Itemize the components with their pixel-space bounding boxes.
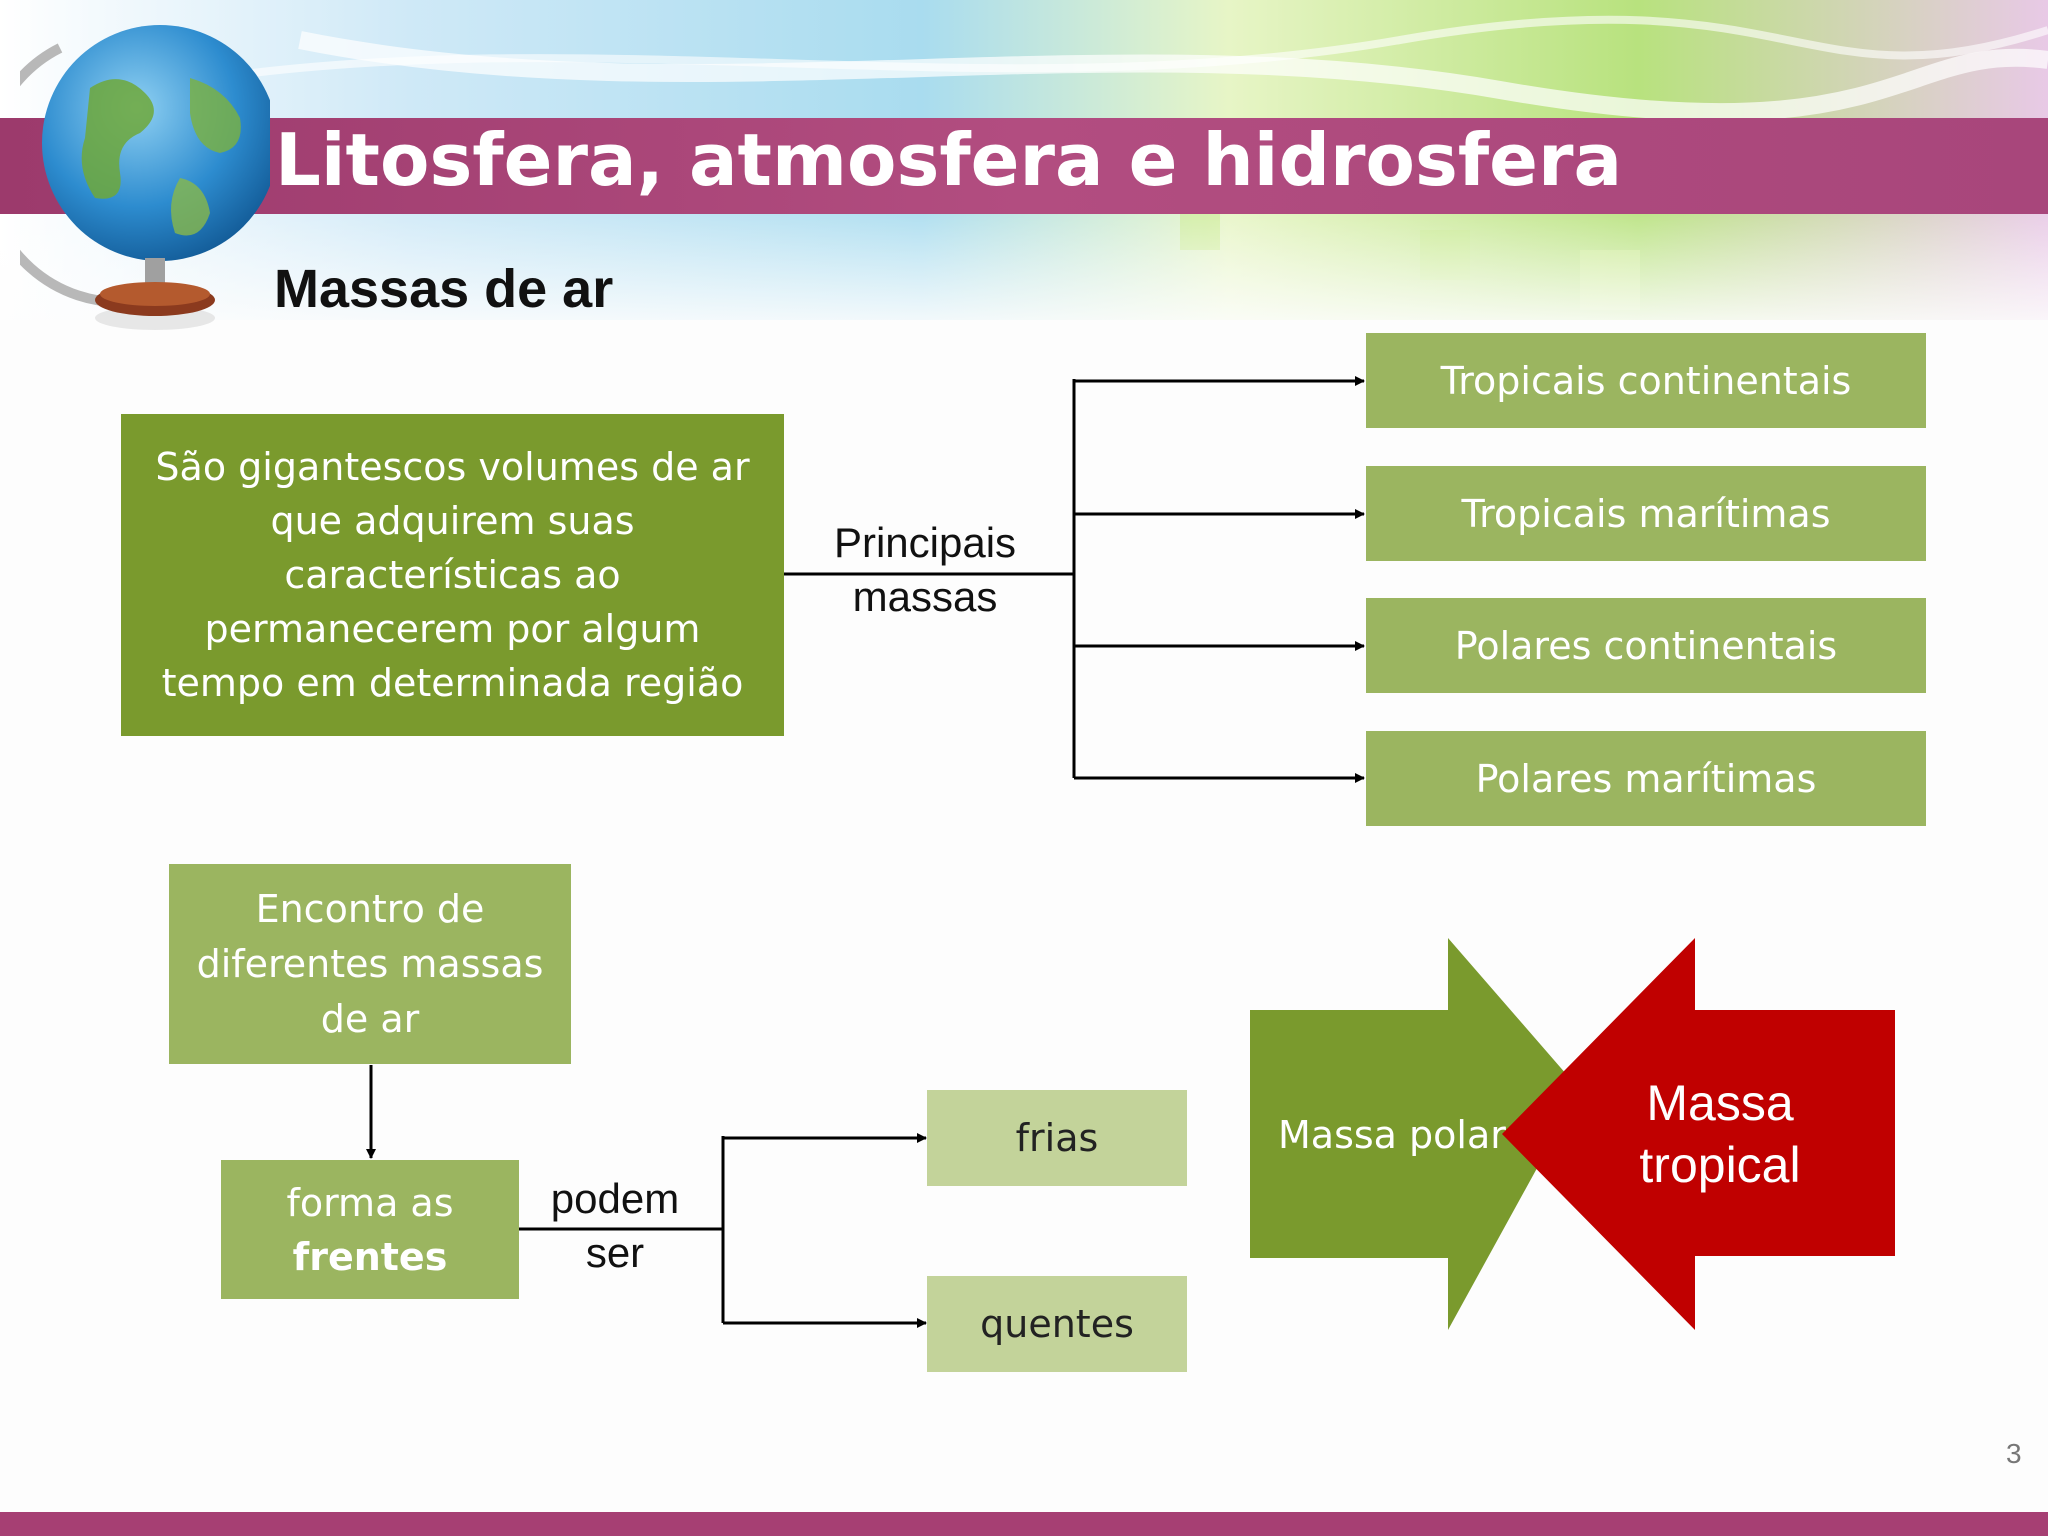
air-mass-box: Tropicais marítimas <box>1366 466 1926 561</box>
front-type-box: quentes <box>927 1276 1187 1372</box>
fronts-prefix: forma as <box>286 1180 454 1225</box>
tropical-label-line2: tropical <box>1639 1137 1801 1193</box>
fronts-bold: frentes <box>292 1234 448 1279</box>
air-mass-box: Tropicais continentais <box>1366 333 1926 428</box>
connector-label-principais: Principais massas <box>800 516 1050 624</box>
section-subtitle: Massas de ar <box>274 259 614 319</box>
colliding-arrows <box>1250 938 1895 1330</box>
page-title: Litosfera, atmosfera e hidrosfera <box>275 118 1623 202</box>
connector-label-podem-ser: podem ser <box>520 1172 710 1280</box>
tropical-arrow-label: Massa tropical <box>1590 1072 1850 1196</box>
definition-box: São gigantescos volumes de ar que adquir… <box>121 414 784 736</box>
globe-icon <box>20 25 270 330</box>
air-mass-box: Polares continentais <box>1366 598 1926 693</box>
connector-label-line2: massas <box>852 573 998 620</box>
connector-label-ser: ser <box>585 1229 645 1276</box>
encounter-box: Encontro de diferentes massas de ar <box>169 864 571 1064</box>
fronts-box: forma as frentes <box>221 1160 519 1299</box>
air-mass-box: Polares marítimas <box>1366 731 1926 826</box>
tropical-label-line1: Massa <box>1646 1075 1794 1131</box>
polar-arrow-shape <box>1250 938 1580 1330</box>
connector-label-line1: Principais <box>833 519 1017 566</box>
front-type-box: frias <box>927 1090 1187 1186</box>
page-number: 3 <box>2006 1438 2022 1469</box>
tropical-arrow-shape <box>1502 938 1895 1330</box>
polar-arrow-label: Massa polar <box>1278 1113 1506 1157</box>
connector-label-podem: podem <box>550 1175 680 1222</box>
